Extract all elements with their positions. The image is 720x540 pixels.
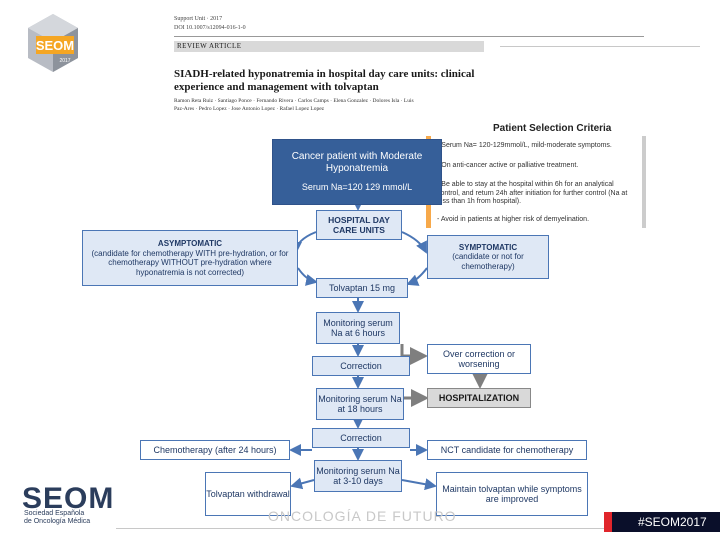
seom2017-cube-logo: SEOM 2017 bbox=[28, 14, 78, 72]
withdrawal-label: Tolvaptan withdrawal bbox=[206, 489, 290, 499]
svg-text:SEOM: SEOM bbox=[36, 38, 74, 53]
criteria-item: - Serum Na= 120-129mmol/L, mild-moderate… bbox=[437, 142, 612, 149]
cancer-line1: Cancer patient with Moderate bbox=[291, 151, 423, 162]
article-authors: Ramon Reta Ruiz · Santiago Ponce · Ferna… bbox=[174, 98, 414, 112]
cancer-line3: Serum Na=120 129 mmol/L bbox=[301, 182, 413, 192]
nct-candidate-box: NCT candidate for chemotherapy bbox=[427, 440, 587, 460]
side-bar bbox=[642, 136, 646, 228]
hashtag-accent bbox=[604, 512, 614, 532]
article-type: REVIEW ARTICLE bbox=[174, 41, 484, 52]
tolvaptan-withdrawal-box: Tolvaptan withdrawal bbox=[205, 472, 291, 516]
hospital-day-care-box: HOSPITAL DAY CARE UNITS bbox=[316, 210, 402, 240]
criteria-item: - Avoid in patients at higher risk of de… bbox=[437, 216, 590, 223]
correction-label: Correction bbox=[340, 361, 382, 371]
sym-title: SYMPTOMATIC bbox=[458, 242, 518, 252]
seom-sub-line1: Sociedad Española bbox=[24, 510, 85, 517]
criteria-item: - Be able to stay at the hospital within… bbox=[437, 181, 628, 205]
monitoring-6h-label: Monitoring serum Na at 6 hours bbox=[323, 318, 393, 338]
criteria-panel: - Serum Na= 120-129mmol/L, mild-moderate… bbox=[426, 136, 646, 228]
criteria-title: Patient Selection Criteria bbox=[493, 123, 612, 134]
divider bbox=[500, 46, 700, 47]
hospital-day-label: HOSPITAL DAY CARE UNITS bbox=[328, 215, 390, 235]
correction-label: Correction bbox=[340, 433, 382, 443]
seom-sub-line2: de Oncología Médica bbox=[24, 517, 91, 525]
divider bbox=[174, 36, 644, 37]
monitoring-3-10d-label: Monitoring serum Na at 3-10 days bbox=[316, 466, 400, 486]
sym-body: (candidate or not for chemotherapy) bbox=[452, 252, 524, 271]
nct-label: NCT candidate for chemotherapy bbox=[440, 445, 574, 455]
maintain-label: Maintain tolvaptan while symptoms are im… bbox=[442, 484, 582, 504]
symptomatic-box: SYMPTOMATIC (candidate or not for chemot… bbox=[427, 235, 549, 279]
cancer-line2: Hyponatremia bbox=[325, 163, 389, 174]
chemotherapy-label: Chemotherapy (after 24 hours) bbox=[153, 445, 277, 455]
article-meta-line2: DOI 10.1007/s12094-016-1-0 bbox=[174, 25, 246, 31]
hospitalization-label: HOSPITALIZATION bbox=[438, 393, 520, 403]
article-header: Support Unit · 2017 DOI 10.1007/s12094-0… bbox=[168, 16, 644, 120]
monitoring-3-10d-box: Monitoring serum Na at 3-10 days bbox=[314, 460, 402, 492]
tolvaptan-label: Tolvaptan 15 mg bbox=[328, 283, 396, 293]
monitoring-18h-box: Monitoring serum Na at 18 hours bbox=[316, 388, 404, 420]
article-meta-line1: Support Unit · 2017 bbox=[174, 16, 223, 22]
seom-subtitle: Sociedad Española de Oncología Médica bbox=[24, 510, 90, 525]
seom-logo: SEOM bbox=[22, 482, 115, 515]
criteria-item: - On anti-cancer active or palliative tr… bbox=[437, 162, 579, 169]
correction-box-2: Correction bbox=[312, 428, 410, 448]
asymptomatic-box: ASYMPTOMATIC (candidate for chemotherapy… bbox=[82, 230, 298, 286]
asym-title: ASYMPTOMATIC bbox=[157, 239, 223, 248]
hashtag-badge: #SEOM2017 bbox=[612, 512, 720, 532]
monitoring-6h-box: Monitoring serum Na at 6 hours bbox=[316, 312, 400, 344]
article-title: SIADH-related hyponatremia in hospital d… bbox=[174, 68, 475, 93]
correction-box: Correction bbox=[312, 356, 410, 376]
tolvaptan-15mg-box: Tolvaptan 15 mg bbox=[316, 278, 408, 298]
asym-body: (candidate for chemotherapy WITH pre-hyd… bbox=[91, 248, 289, 277]
hospitalization-box: HOSPITALIZATION bbox=[427, 388, 531, 408]
svg-text:2017: 2017 bbox=[59, 58, 70, 64]
slogan: ONCOLOGÍA DE FUTURO bbox=[268, 508, 457, 524]
footer-divider bbox=[116, 528, 604, 529]
cancer-patient-box: Cancer patient with Moderate Hyponatremi… bbox=[272, 139, 442, 205]
monitoring-18h-label: Monitoring serum Na at 18 hours bbox=[318, 394, 402, 414]
overcorrection-box: Over correction or worsening bbox=[427, 344, 531, 374]
overcorrection-label: Over correction or worsening bbox=[442, 349, 516, 369]
chemotherapy-box: Chemotherapy (after 24 hours) bbox=[140, 440, 290, 460]
maintain-tolvaptan-box: Maintain tolvaptan while symptoms are im… bbox=[436, 472, 588, 516]
